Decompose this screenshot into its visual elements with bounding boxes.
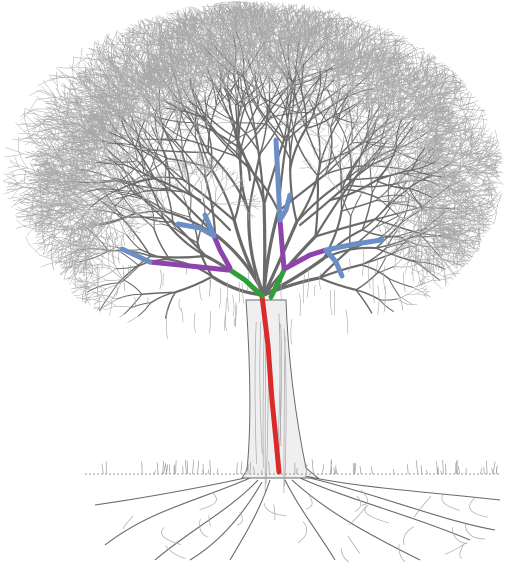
branch-stroke [24, 127, 36, 131]
branch-stroke [8, 198, 21, 199]
branch-stroke [61, 201, 69, 202]
branch-stroke [8, 167, 19, 169]
branch-stroke [13, 138, 31, 139]
branch-stroke [68, 92, 69, 102]
branch-stroke [25, 152, 37, 155]
branch-stroke [56, 68, 66, 75]
branch-stroke [30, 90, 41, 96]
branch-stroke [72, 57, 74, 68]
canopy-sketch [3, 1, 503, 345]
branch-stroke [38, 79, 52, 86]
branch-stroke [12, 189, 18, 198]
branch-stroke [16, 212, 27, 214]
branch-stroke [73, 57, 86, 58]
branch-stroke [15, 216, 27, 217]
branch-stroke [24, 108, 25, 121]
branch-stroke [16, 227, 26, 229]
branch-stroke [302, 134, 317, 136]
branch-stroke [91, 275, 100, 279]
branch-stroke [36, 147, 47, 150]
branch-stroke [40, 255, 57, 262]
branch-stroke [19, 174, 31, 183]
branch-stroke [120, 33, 131, 34]
branch-stroke [20, 203, 33, 208]
branch-stroke [26, 109, 38, 115]
branch-stroke [21, 123, 35, 128]
branch-stroke [41, 262, 57, 267]
branch-stroke [57, 72, 58, 86]
branch-stroke [5, 154, 24, 157]
branch-stroke [78, 48, 82, 67]
branch-stroke [30, 245, 40, 255]
branch-stroke [58, 67, 78, 68]
branch-stroke [74, 58, 86, 66]
branch-stroke [26, 237, 30, 245]
branch-stroke [15, 174, 31, 175]
branch-stroke [5, 148, 24, 154]
branch-stroke [34, 118, 44, 124]
branch-stroke [4, 174, 16, 175]
